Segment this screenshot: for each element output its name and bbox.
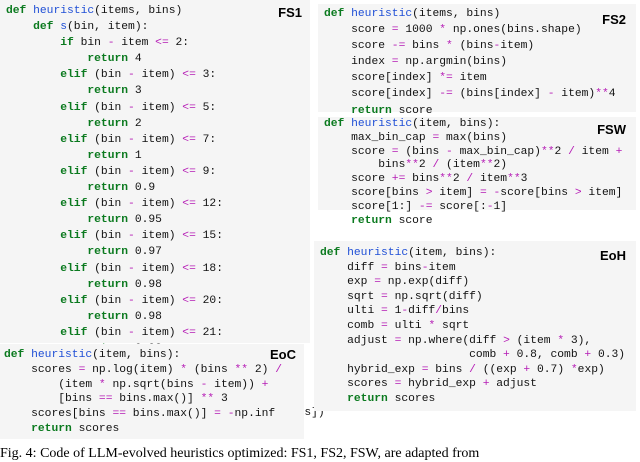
panel-tag-eoc: EoC [270,347,296,362]
code-line: elif (bin - item) <= 18: [60,262,223,275]
code-line: return scores [31,422,120,435]
code-line: scores[bins == bins.max()] = -np.inf [4,408,276,421]
code-line: return 4 [87,53,142,66]
code-line: score = 1000 * np.ones(bins.shape) [324,24,582,37]
code-block-fsw: def heuristic(item, bins): max_bin_cap =… [324,118,622,228]
code-line: ulti = 1-diff/bins [320,305,470,318]
code-line: scores = hybrid_exp + adjust [320,378,537,391]
code-panel-fs2: FS2 def heuristic(items, bins) score = 1… [318,4,636,117]
code-line: elif (bin - item) <= 12: [60,198,223,211]
code-block-eoh: def heuristic(item, bins): diff = bins-i… [320,246,625,407]
code-line: score[1:] -= score[:-1] [324,200,508,213]
code-line: def heuristic(items, bins) [324,8,501,20]
code-line: return scores [347,392,436,405]
code-panel-eoc: EoC def heuristic(item, bins): scores = … [0,344,304,439]
code-line: return 0.97 [87,246,162,259]
code-line: comb + 0.8, comb + 0.3) [320,349,626,362]
code-line: def heuristic(items, bins) [6,5,183,17]
code-line: elif (bin - item) <= 9: [60,165,217,178]
code-line: score += bins**2 / item**3 [324,173,528,186]
code-line: return 1 [87,149,142,162]
code-line: score -= bins * (bins-item) [324,40,535,53]
panel-tag-eoh: EoH [600,248,626,263]
code-line: def heuristic(item, bins): [320,247,497,259]
panel-tag-fs2: FS2 [602,12,626,27]
code-line: hybrid_exp = bins / ((exp + 0.7) *exp) [320,363,605,376]
code-block-eoc: def heuristic(item, bins): scores = np.l… [4,348,282,437]
code-line: comb = ulti * sqrt [320,319,470,332]
code-block-fs2: def heuristic(items, bins) score = 1000 … [324,6,616,119]
code-line: return score [351,104,433,117]
code-line: return 0.95 [87,214,162,227]
code-line: max_bin_cap = max(bins) [324,131,508,144]
code-line: def heuristic(item, bins): [324,118,501,130]
code-line: score = (bins - max_bin_cap)**2 / item + [324,145,623,158]
code-line: bins**2 / (item**2) [324,159,508,172]
code-line: elif (bin - item) <= 21: [60,326,223,339]
code-line: diff = bins-item [320,261,456,274]
code-line: elif (bin - item) <= 15: [60,230,223,243]
code-line: elif (bin - item) <= 3: [60,69,217,82]
code-line: score[index] -= (bins[index] - item)**4 [324,88,616,101]
code-line: exp = np.exp(diff) [320,276,470,289]
code-line: def heuristic(item, bins): [4,349,181,361]
code-line: elif (bin - item) <= 5: [60,101,217,114]
code-line: [bins == bins.max()] ** 3 [4,393,228,406]
code-panel-eoh: EoH def heuristic(item, bins): diff = bi… [314,241,636,411]
code-line: def s(bin, item): [33,21,149,34]
code-line: elif (bin - item) <= 7: [60,133,217,146]
code-line: (item * np.sqrt(bins - item)) + [4,378,269,391]
code-panel-fs1: FS1 def heuristic(items, bins) def s(bin… [0,0,325,419]
code-panel-fsw: FSW def heuristic(item, bins): max_bin_c… [318,117,636,227]
code-line: index = np.argmin(bins) [324,56,508,69]
panel-tag-fsw: FSW [597,122,626,137]
code-line: scores = np.log(item) * (bins ** 2) / [4,363,282,376]
code-line: sqrt = np.sqrt(diff) [320,290,483,303]
code-line: return 3 [87,85,142,98]
code-line: score[index] *= item [324,72,487,85]
code-line: return 0.9 [87,182,156,195]
code-line: elif (bin - item) <= 20: [60,294,223,307]
code-line: return score [351,214,433,227]
code-line: if bin - item <= 2: [60,37,190,50]
code-line: adjust = np.where(diff > (item * 3), [320,334,592,347]
code-line: return 0.98 [87,278,162,291]
code-line: return 2 [87,117,142,130]
code-line: return 0.98 [87,310,162,323]
code-line: score[bins > item] = -score[bins > item] [324,186,623,199]
figure-caption: Fig. 4: Code of LLM-evolved heuristics o… [0,446,480,461]
panel-tag-fs1: FS1 [278,5,302,20]
